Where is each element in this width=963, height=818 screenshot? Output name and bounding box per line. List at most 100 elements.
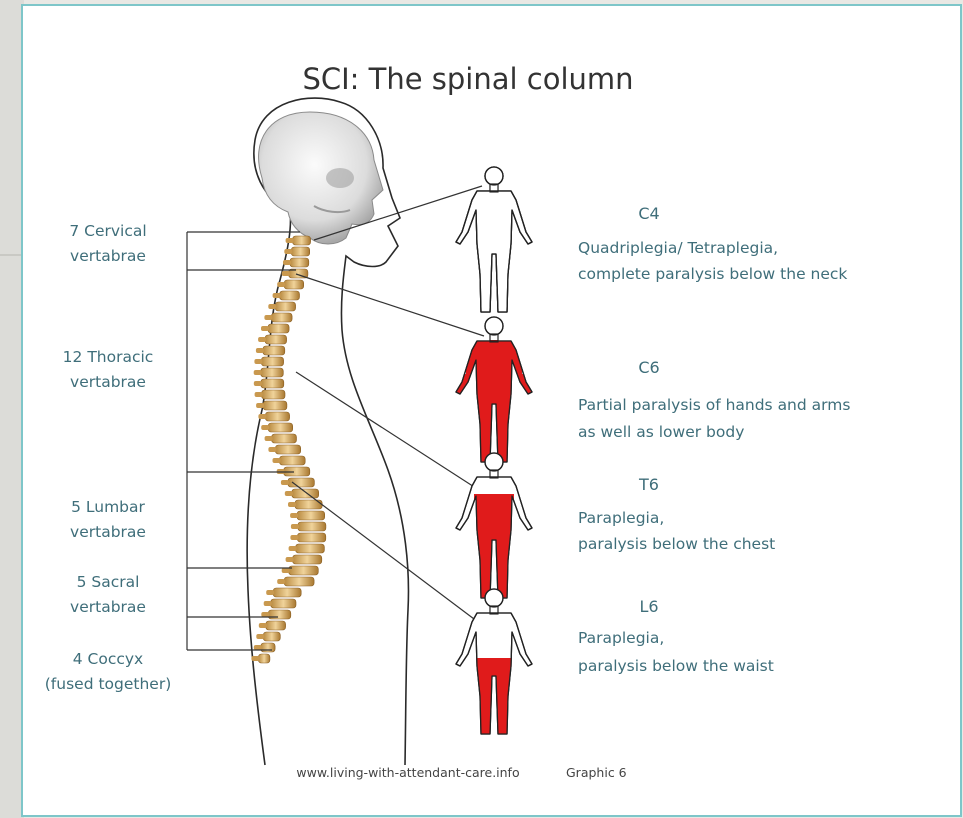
svg-text:5 Lumbar: 5 Lumbar [71, 498, 145, 516]
injury-level-l6: L6 Paraplegia, paralysis below the waist [578, 597, 774, 675]
vertebra [284, 577, 314, 586]
vertebra-process [289, 546, 297, 551]
vertebra [280, 291, 300, 300]
vertebra-process [290, 513, 298, 518]
svg-text:Paraplegia,: Paraplegia, [578, 509, 664, 527]
vertebra-process [283, 260, 291, 265]
svg-text:(fused together): (fused together) [45, 675, 172, 693]
vertebra-process [273, 293, 281, 298]
vertebra [263, 632, 280, 641]
vertebra-process [291, 524, 299, 529]
vertebra-process [277, 579, 285, 584]
svg-text:L6: L6 [639, 597, 658, 616]
vertebra [297, 533, 325, 542]
vertebra [291, 247, 309, 256]
vertebra-process [258, 414, 266, 419]
vertebra [261, 379, 284, 388]
vertebra-process [266, 590, 274, 595]
vertebra [273, 588, 301, 597]
figure-l6 [456, 589, 532, 748]
vertebra-process [264, 601, 272, 606]
vertebra-process [273, 458, 281, 463]
vertebra [275, 445, 300, 454]
injury-level-c6: C6 Partial paralysis of hands and arms a… [578, 358, 850, 441]
svg-text:Partial paralysis of hands and: Partial paralysis of hands and arms [578, 396, 850, 414]
vertebra [266, 621, 286, 630]
svg-text:12 Thoracic: 12 Thoracic [63, 348, 154, 366]
figure-c4 [444, 167, 544, 328]
vertebra [262, 390, 285, 399]
svg-text:Paraplegia,: Paraplegia, [578, 629, 664, 647]
vertebra-process [268, 304, 276, 309]
vertebra [265, 412, 289, 421]
vertebra-process [268, 447, 276, 452]
svg-text:7 Cervical: 7 Cervical [69, 222, 146, 240]
vertebra-process [256, 634, 264, 639]
vertebra-process [290, 535, 298, 540]
spine-illustration [251, 236, 326, 663]
vertebra [296, 544, 325, 553]
vertebra-process [261, 612, 269, 617]
vertebra-process [256, 403, 264, 408]
vertebra [263, 401, 287, 410]
vertebrae-label-sacral: 5 Sacral vertabrae [70, 573, 146, 616]
vertebra-process [251, 656, 259, 661]
svg-text:T6: T6 [638, 475, 659, 494]
vertebra [293, 555, 322, 564]
vertebra-process [264, 315, 272, 320]
vertebra-process [265, 436, 273, 441]
svg-text:paralysis below the chest: paralysis below the chest [578, 535, 775, 553]
graphic-number: Graphic 6 [566, 765, 627, 780]
vertebrae-label-coccyx: 4 Coccyx (fused together) [45, 650, 172, 693]
vertebra [284, 280, 304, 289]
vertebrae-label-cervical: 7 Cervical vertabrae [69, 222, 146, 265]
injury-level-c4: C4 Quadriplegia/ Tetraplegia, complete p… [578, 204, 847, 283]
vertebra [271, 599, 296, 608]
vertebra [268, 610, 291, 619]
vertebra [265, 335, 287, 344]
vertebra-process [277, 282, 285, 287]
vertebra-process [285, 491, 293, 496]
vertebra-process [256, 348, 264, 353]
vertebra-process [282, 568, 290, 573]
vertebra [289, 566, 319, 575]
svg-text:complete paralysis below the n: complete paralysis below the neck [578, 265, 847, 283]
vertebra-process [284, 249, 292, 254]
svg-text:C4: C4 [638, 204, 659, 223]
vertebra-process [288, 502, 296, 507]
svg-text:vertabrae: vertabrae [70, 598, 146, 616]
vertebra [290, 258, 309, 267]
vertebra [280, 456, 306, 465]
svg-text:4 Coccyx: 4 Coccyx [73, 650, 143, 668]
vertebra [292, 489, 319, 498]
vertebra [261, 368, 284, 377]
vertebra [297, 511, 325, 520]
svg-text:vertabrae: vertabrae [70, 373, 146, 391]
vertebra-process [259, 623, 267, 628]
vertebrae-label-thoracic: 12 Thoracic vertabrae [63, 348, 154, 391]
vertebra-process [254, 381, 262, 386]
vertebra [271, 313, 292, 322]
vertebra-process [282, 271, 290, 276]
svg-text:vertabrae: vertabrae [70, 247, 146, 265]
vertebra [293, 236, 311, 245]
svg-text:paralysis below the waist: paralysis below the waist [578, 657, 774, 675]
vertebra [261, 643, 275, 652]
svg-text:5 Sacral: 5 Sacral [77, 573, 140, 591]
vertebra [268, 324, 289, 333]
injury-level-t6: T6 Paraplegia, paralysis below the chest [578, 475, 775, 553]
vertebra-process [261, 326, 269, 331]
vertebra [268, 423, 293, 432]
vertebra [261, 357, 283, 366]
vertebra-process [254, 370, 262, 375]
vertebrae-label-lumbar: 5 Lumbar vertabrae [70, 498, 146, 541]
vertebra-process [258, 337, 266, 342]
vertebra [275, 302, 295, 311]
vertebra-process [286, 557, 294, 562]
vertebra [272, 434, 297, 443]
source-url: www.living-with-attendant-care.info [296, 765, 519, 780]
vertebra-process [281, 480, 289, 485]
vertebra-process [286, 238, 294, 243]
vertebra-process [261, 425, 269, 430]
